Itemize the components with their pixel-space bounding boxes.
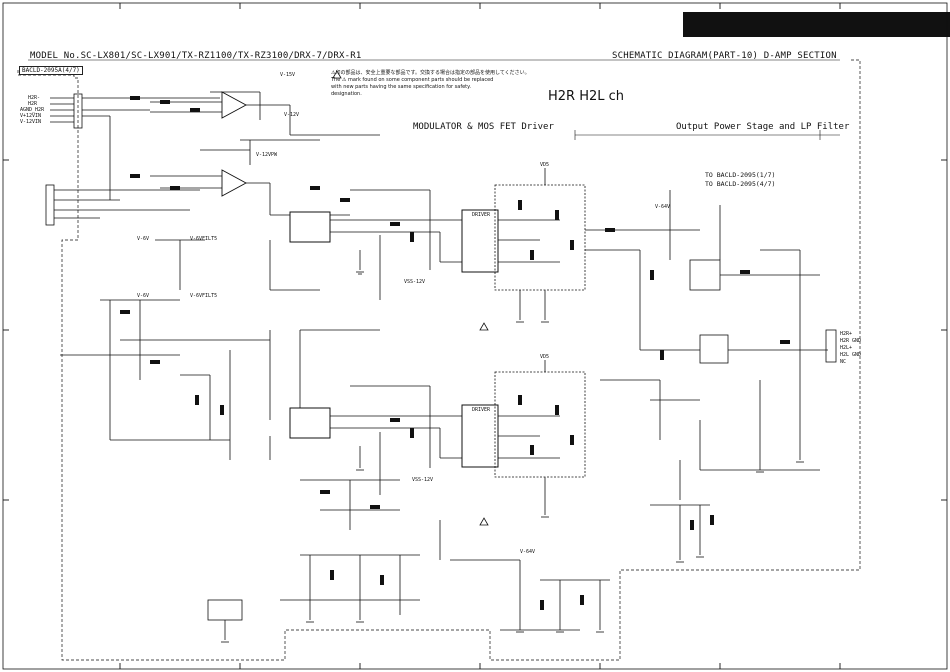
board-reference: BACLD-2095A(4/7) xyxy=(19,66,83,75)
net-label-v15v: V-15V xyxy=(280,72,296,78)
net-label-vss12v-lower: VSS-12V xyxy=(412,477,434,483)
safety-notice-line-4: designation. xyxy=(331,91,362,97)
ic-label-driver-upper: DRIVER xyxy=(472,212,491,218)
input-pin-3: AGND_H2R xyxy=(20,107,45,113)
net-label-v6v-lower: V-6V xyxy=(137,293,150,299)
net-label-v12vpw: V-12VPW xyxy=(256,152,278,158)
net-label-vd-lower: VD5 xyxy=(540,354,550,360)
model-number: MODEL No.SC-LX801/SC-LX901/TX-RZ1100/TX-… xyxy=(30,51,362,61)
net-label-v6vfilt-upper: V-6VFILT5 xyxy=(190,236,218,242)
net-label-v12v-upper: V-12V xyxy=(284,112,300,118)
safety-notice: ⚠印の部品は、安全上重要な部品です。交換する場合は指定の部品を使用してください。… xyxy=(331,70,530,98)
ic-label-driver-lower: DRIVER xyxy=(472,407,491,413)
output-pin-3: H2L+ xyxy=(840,345,853,351)
connection-reference-1: TO BACLD-2095(1/7) xyxy=(705,171,776,179)
output-pin-2: H2R GND xyxy=(840,338,862,344)
net-label-vd-upper: VD5 xyxy=(540,162,550,168)
connection-reference-2: TO BACLD-2095(4/7) xyxy=(705,180,776,188)
output-pin-1: H2R+ xyxy=(840,331,853,337)
net-label-v64v-lower: V-64V xyxy=(520,549,536,555)
net-label-v6v-upper: V-6V xyxy=(137,236,150,242)
safety-notice-line-2: The ⚠ mark found on some component parts… xyxy=(331,77,494,83)
sheet-title: SCHEMATIC DIAGRAM(PART-10) D-AMP SECTION xyxy=(612,51,837,61)
input-pin-1: H2R- xyxy=(28,95,41,101)
input-pin-4: V+12VIN xyxy=(20,113,42,119)
net-label-v6vfilt-lower: V-6VFILT5 xyxy=(190,293,218,299)
title-bar xyxy=(683,12,950,37)
input-pin-2: H2R xyxy=(28,101,38,107)
net-label-vss12v-upper: VSS-12V xyxy=(404,279,426,285)
safety-notice-line-3: with new parts having the same specifica… xyxy=(331,84,471,90)
net-label-v64v-upper: V-64V xyxy=(655,204,671,210)
input-pin-5: V-12VIN xyxy=(20,119,42,125)
safety-notice-line-1: ⚠印の部品は、安全上重要な部品です。交換する場合は指定の部品を使用してください。 xyxy=(331,70,530,76)
output-section-title: Output Power Stage and LP Filter xyxy=(676,122,850,132)
output-pin-4: H2L GND xyxy=(840,352,862,358)
channel-title: H2R H2L ch xyxy=(548,89,625,104)
modulator-section-title: MODULATOR & MOS FET Driver xyxy=(413,122,554,132)
output-pin-5: NC xyxy=(840,359,847,365)
